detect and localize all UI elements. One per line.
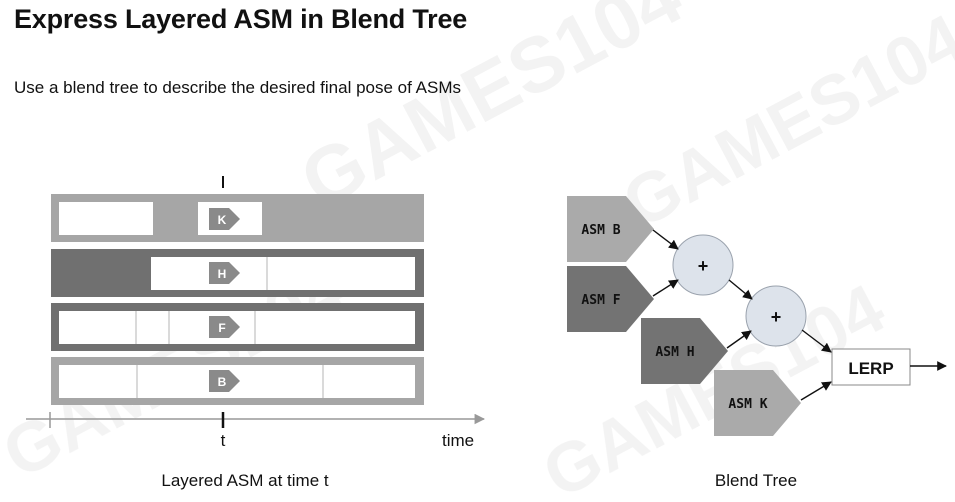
layer-b: B xyxy=(51,357,424,405)
state-tag-label: F xyxy=(218,321,225,335)
add-node-1-symbol: + xyxy=(698,256,709,276)
state-tag xyxy=(209,370,240,392)
add-node-1 xyxy=(672,234,734,296)
edge-asm-h-to-add-2 xyxy=(726,330,752,349)
add-node-2-symbol: + xyxy=(771,307,782,327)
add-node-2 xyxy=(745,285,807,347)
state-tag-label: K xyxy=(218,213,227,227)
asm-k-label: ASM K xyxy=(728,397,767,412)
state-tag xyxy=(209,208,240,230)
asm-b-label: ASM B xyxy=(581,223,620,238)
time-marker-label: t xyxy=(221,431,226,450)
layer-k: K xyxy=(51,194,424,242)
edge-asm-b-to-add-1 xyxy=(652,229,679,250)
asm-h-label: ASM H xyxy=(655,345,694,360)
edge-asm-k-to-lerp xyxy=(800,381,832,401)
state-tag-label: B xyxy=(218,375,227,389)
blend-tree-diagram: ASM B ASM F ASM H ASM K + + LERP Blend T… xyxy=(567,196,947,490)
layer-h: H xyxy=(51,249,424,297)
layer-segment xyxy=(59,202,153,235)
layer-segment xyxy=(151,257,415,290)
edge-add-2-to-lerp xyxy=(801,329,832,353)
asm-f-label: ASM F xyxy=(581,293,620,308)
asm-k-node xyxy=(714,370,801,436)
blend-tree-caption: Blend Tree xyxy=(715,471,797,490)
layered-asm-diagram: K H F B xyxy=(26,176,486,490)
edge-asm-f-to-add-1 xyxy=(652,279,679,297)
layer-f: F xyxy=(51,303,424,351)
state-tag xyxy=(209,316,240,338)
asm-f-node xyxy=(567,266,654,332)
slide-title: Express Layered ASM in Blend Tree xyxy=(14,4,468,34)
slide-subtitle: Use a blend tree to describe the desired… xyxy=(14,78,461,97)
lerp-node xyxy=(831,348,911,386)
state-tag xyxy=(209,262,240,284)
edge-add-1-to-add-2 xyxy=(728,279,753,300)
asm-b-node xyxy=(567,196,654,262)
time-axis-label: time xyxy=(442,431,474,450)
layered-asm-caption: Layered ASM at time t xyxy=(161,471,329,490)
state-tag-label: H xyxy=(218,267,227,281)
lerp-label: LERP xyxy=(848,359,893,378)
asm-h-node xyxy=(641,318,728,384)
